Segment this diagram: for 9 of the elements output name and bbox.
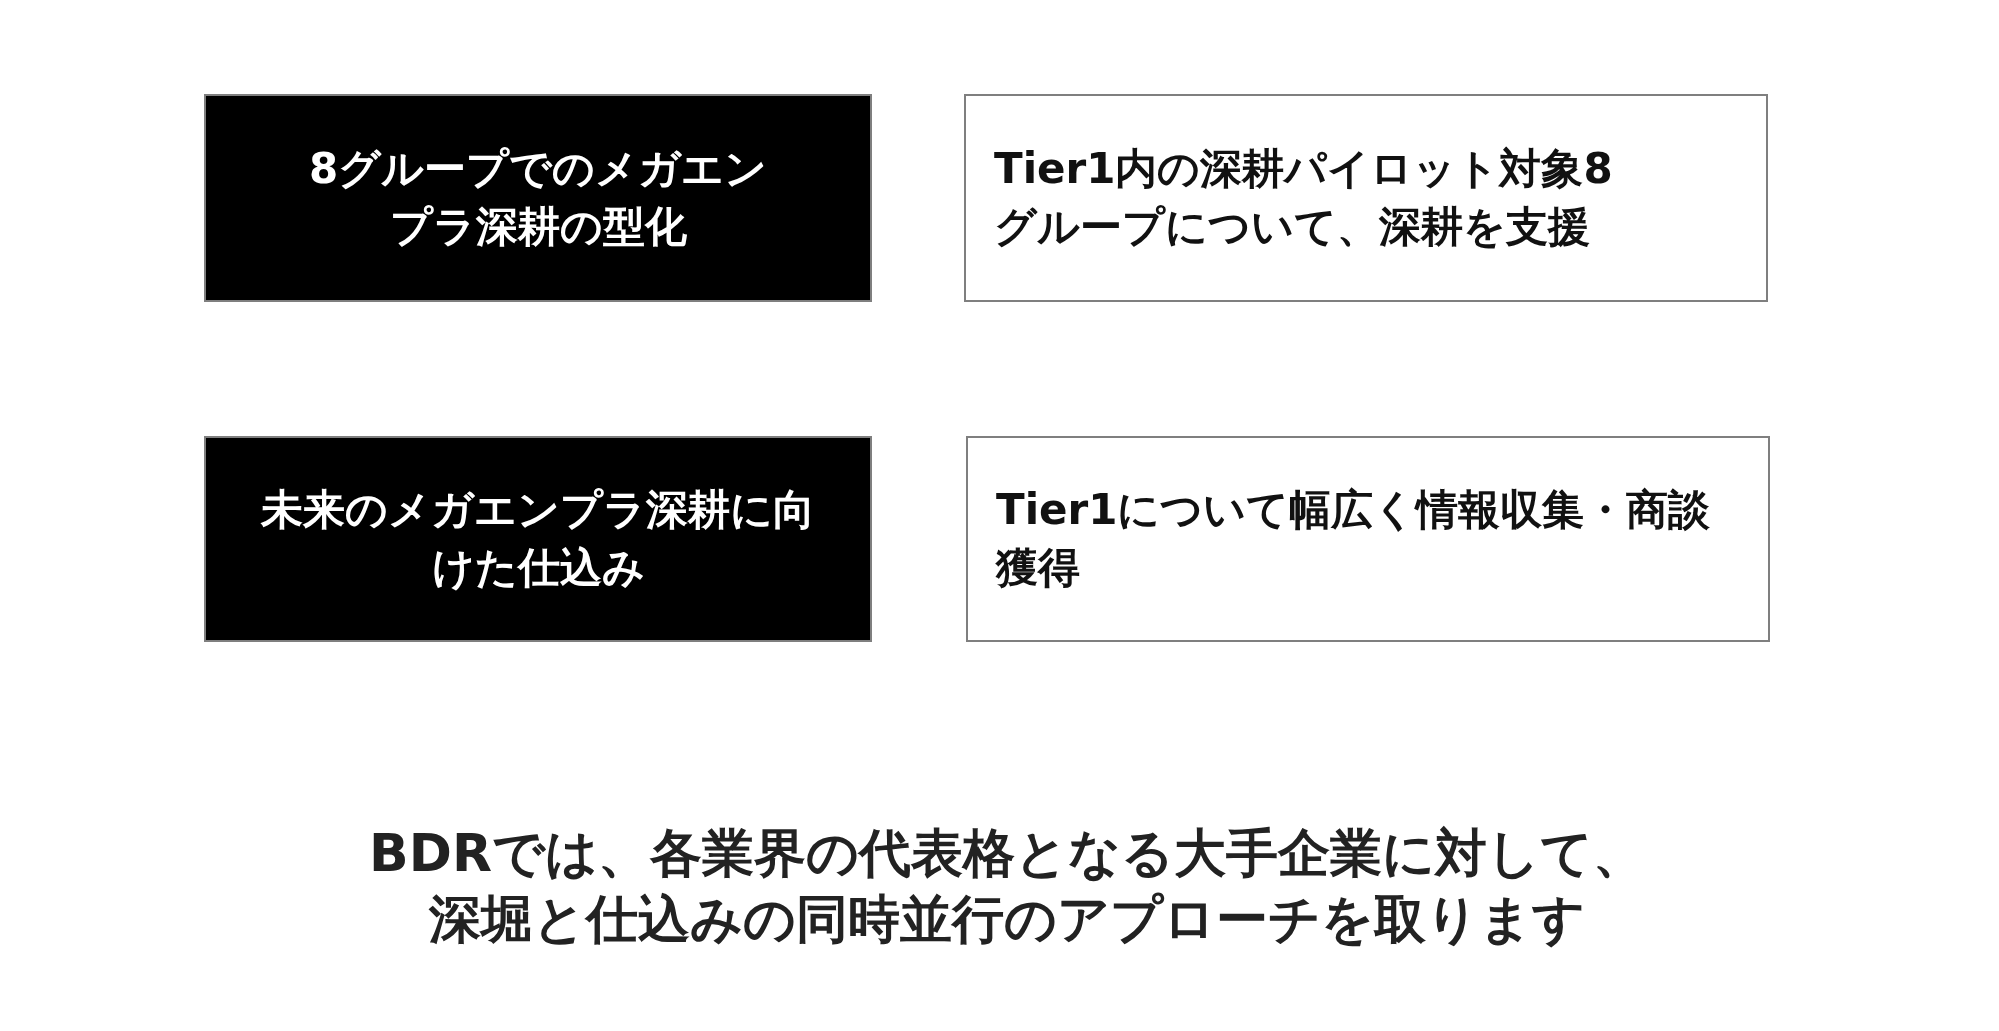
- summary-text: BDRでは、各業界の代表格となる大手企業に対して、深堀と仕込みの同時並行のアプローチを取ります: [368, 822, 1646, 951]
- box-text: 8グループでのメガエンプラ深耕の型化: [307, 143, 769, 253]
- description-box: [966, 436, 1770, 642]
- heading-box: [204, 436, 872, 642]
- box-text: Tier1について幅広く情報収集・商談獲得: [996, 484, 1712, 594]
- description-box: [964, 94, 1768, 302]
- box-text: Tier1内の深耕パイロット対象8グループについて、深耕を支援: [994, 143, 1614, 253]
- box-text: 未来のメガエンプラ深耕に向けた仕込み: [259, 484, 816, 594]
- heading-box: [204, 94, 872, 302]
